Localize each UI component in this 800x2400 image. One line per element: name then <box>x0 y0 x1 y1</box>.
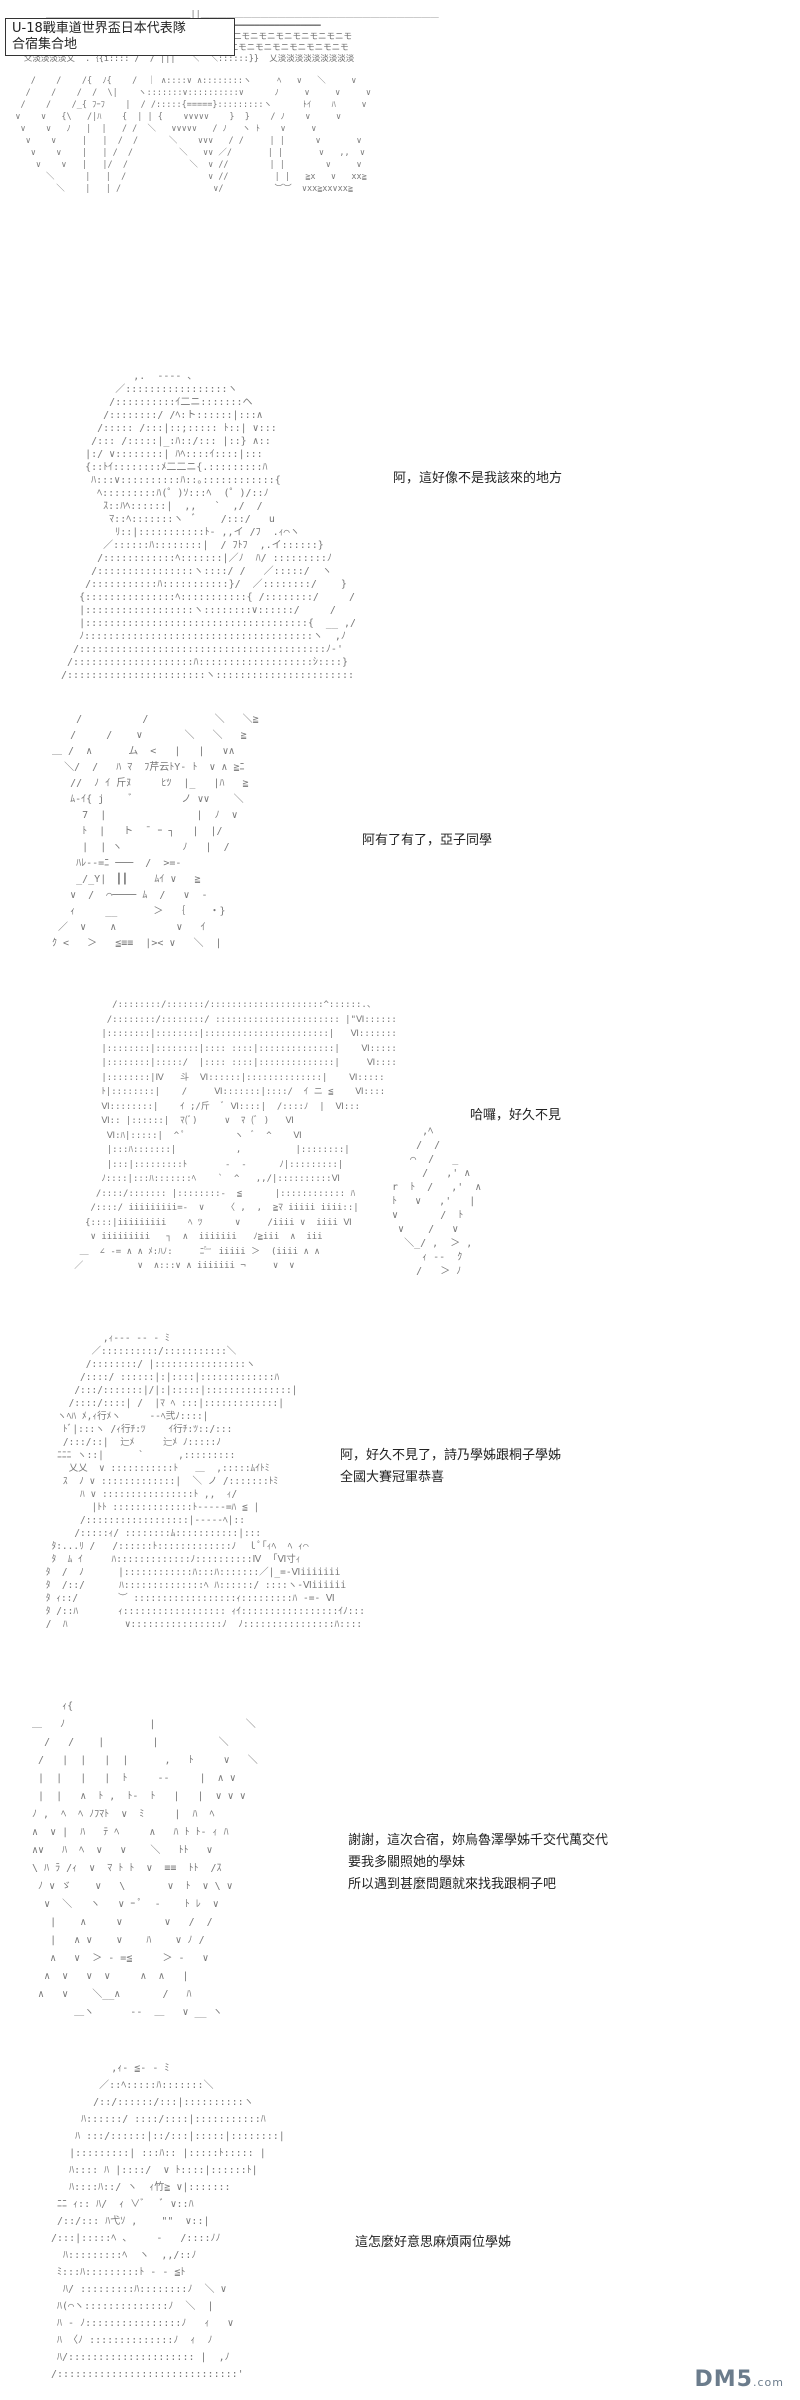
dialog-line: 謝謝，這次合宿，妳烏魯澤學姊千交代萬交代 <box>348 1833 609 1848</box>
dialog-panel-5: 謝謝，這次合宿，妳烏魯澤學姊千交代萬交代 要我多關照她的學妹 所以遇到甚麼問題就… <box>348 1830 608 1896</box>
dialog-panel-2: 阿有了有了，亞子同學 <box>362 830 492 852</box>
dialog-line: 哈囉，好久不見 <box>470 1108 562 1123</box>
panel-1: ,. --‐‐ ､ ／:::::::::::::::::ヽ /:::::::::… <box>0 350 800 700</box>
dialog-panel-1: 阿，這好像不是我該來的地方 <box>393 468 562 490</box>
ascii-art-character-5: ｨ{ ＿ ﾉ | ＼ / / | | ＼ / | | | | , ﾄ ∨ ＼ |… <box>32 1701 258 2018</box>
ascii-art-stadium-bottom: / / /{ ﾉ{ / ｜ ∧::::∨ ∧::::::::ヽ ﾍ ∨ ＼ ∨ … <box>15 76 371 194</box>
panel-establishing: ＿＿＿＿＿＿＿＿＿＿＿＿＿＿＿＿＿||＿＿＿＿＿＿＿＿＿＿＿＿＿＿＿＿＿＿＿＿＿… <box>0 0 800 345</box>
dialog-panel-3: 哈囉，好久不見 <box>470 1105 561 1127</box>
dialog-panel-6: 這怎麼好意思麻煩兩位學姊 <box>355 2232 511 2254</box>
dialog-line: 這怎麼好意思麻煩兩位學姊 <box>355 2235 512 2250</box>
dialog-line: 阿，這好像不是我該來的地方 <box>393 471 563 486</box>
panel-5: ｨ{ ＿ ﾉ | ＼ / / | | ＼ / | | | | , ﾄ ∨ ＼ |… <box>0 1680 800 2060</box>
dialog-line: 所以遇到甚麼問題就來找我跟桐子吧 <box>348 1877 557 1892</box>
header-line-2: 合宿集合地 <box>12 37 78 52</box>
panel-6: ,ｨ‐ ≦‐ ‐ ﾐ ／::ﾍ:::::ﾊ:::::::＼ /::/::::::… <box>0 2050 800 2400</box>
ascii-art-character-6: ,ｨ‐ ≦‐ ‐ ﾐ ／::ﾍ:::::ﾊ:::::::＼ /::/::::::… <box>51 2063 285 2380</box>
dialog-line: 阿有了有了，亞子同學 <box>362 833 493 848</box>
ascii-art-waving-hand: ,ﾍ / / ⌒ / _ / ,' ∧ r ﾄ / ,' ∧ ﾄ ∨ ,' | … <box>392 1126 482 1277</box>
ascii-art-character-1: ,. --‐‐ ､ ／:::::::::::::::::ヽ /:::::::::… <box>61 371 355 681</box>
ascii-art-character-3: /::::::::/:::::::/:::::::::::::::::::::^… <box>74 1000 398 1271</box>
dialog-line: 阿，好久不見了，詩乃學姊跟桐子學姊 <box>340 1448 562 1463</box>
panel-2: / / ＼ ＼≧ / / ∨ ＼ ＼ ≧ ＿ / ∧ ム < | | ∨∧ ＼/… <box>0 700 800 980</box>
ascii-art-character-4: ,ｨ‐‐‐ ‐‐ ‐ ﾐ ／::::::::::/:::::::::::＼ /:… <box>45 1333 365 1630</box>
dialog-panel-4: 阿，好久不見了，詩乃學姊跟桐子學姊 全國大賽冠軍恭喜 <box>340 1445 561 1489</box>
dialog-line: 要我多關照她的學妹 <box>348 1855 466 1870</box>
dialog-line: 全國大賽冠軍恭喜 <box>340 1470 445 1485</box>
ascii-art-character-2: / / ＼ ＼≧ / / ∨ ＼ ＼ ≧ ＿ / ∧ ム < | | ∨∧ ＼/… <box>52 714 259 949</box>
header-line-1: U-18戰車道世界盃日本代表隊 <box>12 21 186 36</box>
watermark-suffix: .com <box>753 2376 784 2389</box>
panel-4: ,ｨ‐‐‐ ‐‐ ‐ ﾐ ／::::::::::/:::::::::::＼ /:… <box>0 1320 800 1640</box>
header-caption-box: U-18戰車道世界盃日本代表隊 合宿集合地 <box>5 18 235 56</box>
dm5-watermark-logo: DM5.com <box>695 2367 784 2392</box>
panel-3: /::::::::/:::::::/:::::::::::::::::::::^… <box>0 990 800 1290</box>
watermark-brand: DM5 <box>694 2367 753 2392</box>
